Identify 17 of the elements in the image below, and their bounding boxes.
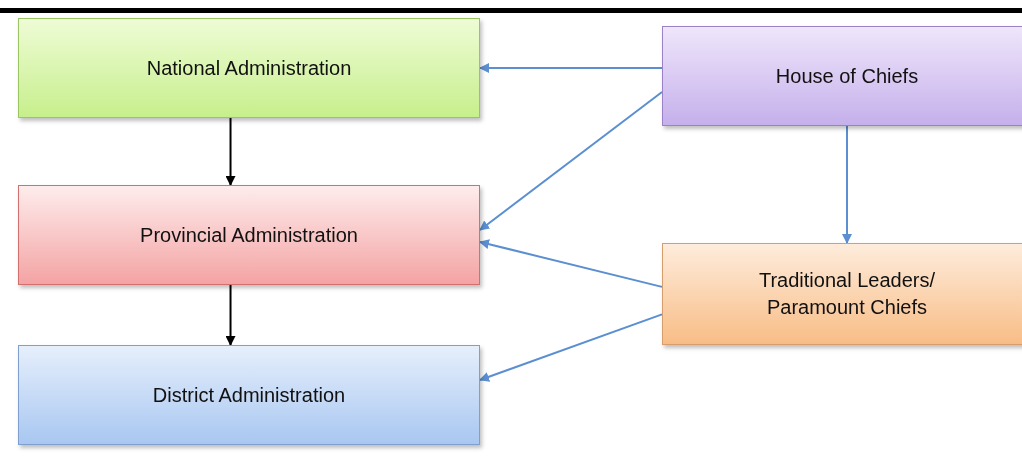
process-box [662,26,1022,126]
process-box [18,345,480,445]
arrow [225,284,236,346]
box-label: Traditional Leaders/ Paramount Chiefs [758,268,936,320]
arrow [479,91,663,231]
process-box [662,243,1022,345]
arrow [225,117,236,186]
process-box [18,18,480,118]
arrow [479,63,663,73]
arrow [479,239,663,288]
box-label: Provincial Administration [140,222,358,248]
box-label: House of Chiefs [775,63,919,89]
arrow [479,313,663,382]
box-label: National Administration [146,55,352,81]
process-box [18,185,480,285]
arrow [842,125,852,244]
box-label: District Administration [152,382,346,408]
